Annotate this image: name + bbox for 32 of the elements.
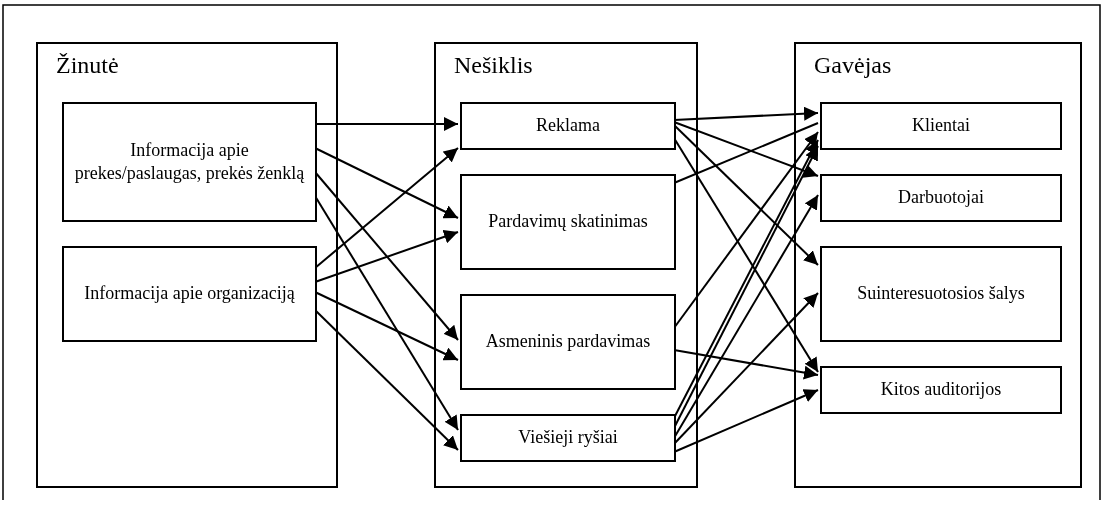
arrow xyxy=(673,131,819,329)
arrow xyxy=(314,171,459,341)
group-panel xyxy=(794,42,1082,488)
arrow xyxy=(314,147,459,219)
process-box: Klientai xyxy=(820,102,1062,150)
process-box: Kitos auditorijos xyxy=(820,366,1062,414)
arrow xyxy=(673,106,819,121)
process-box: Suinteresuotosios šalys xyxy=(820,246,1062,342)
process-box: Viešieji ryšiai xyxy=(460,414,676,462)
arrow xyxy=(314,117,459,131)
process-box: Informacija apie prekes/paslaugas, prekės ženklą xyxy=(62,102,317,222)
group-title: Nešiklis xyxy=(454,52,533,79)
arrow xyxy=(314,230,459,283)
arrow xyxy=(314,195,459,431)
group-title: Žinutė xyxy=(56,52,119,79)
process-box: Darbuotojai xyxy=(820,174,1062,222)
arrow xyxy=(673,137,819,373)
process-box: Informacija apie organizaciją xyxy=(62,246,317,342)
arrow xyxy=(673,349,819,380)
process-box: Asmeninis pardavimas xyxy=(460,294,676,390)
arrow xyxy=(673,124,819,266)
arrow xyxy=(314,147,459,269)
group-title: Gavėjas xyxy=(814,52,892,79)
arrow xyxy=(314,291,459,361)
arrow xyxy=(314,309,459,451)
arrow xyxy=(673,389,819,453)
group-panel xyxy=(434,42,698,488)
process-box: Pardavimų skatinimas xyxy=(460,174,676,270)
process-box: Reklama xyxy=(460,102,676,150)
arrow xyxy=(673,292,819,445)
group-panel xyxy=(36,42,338,488)
arrow xyxy=(673,194,819,439)
